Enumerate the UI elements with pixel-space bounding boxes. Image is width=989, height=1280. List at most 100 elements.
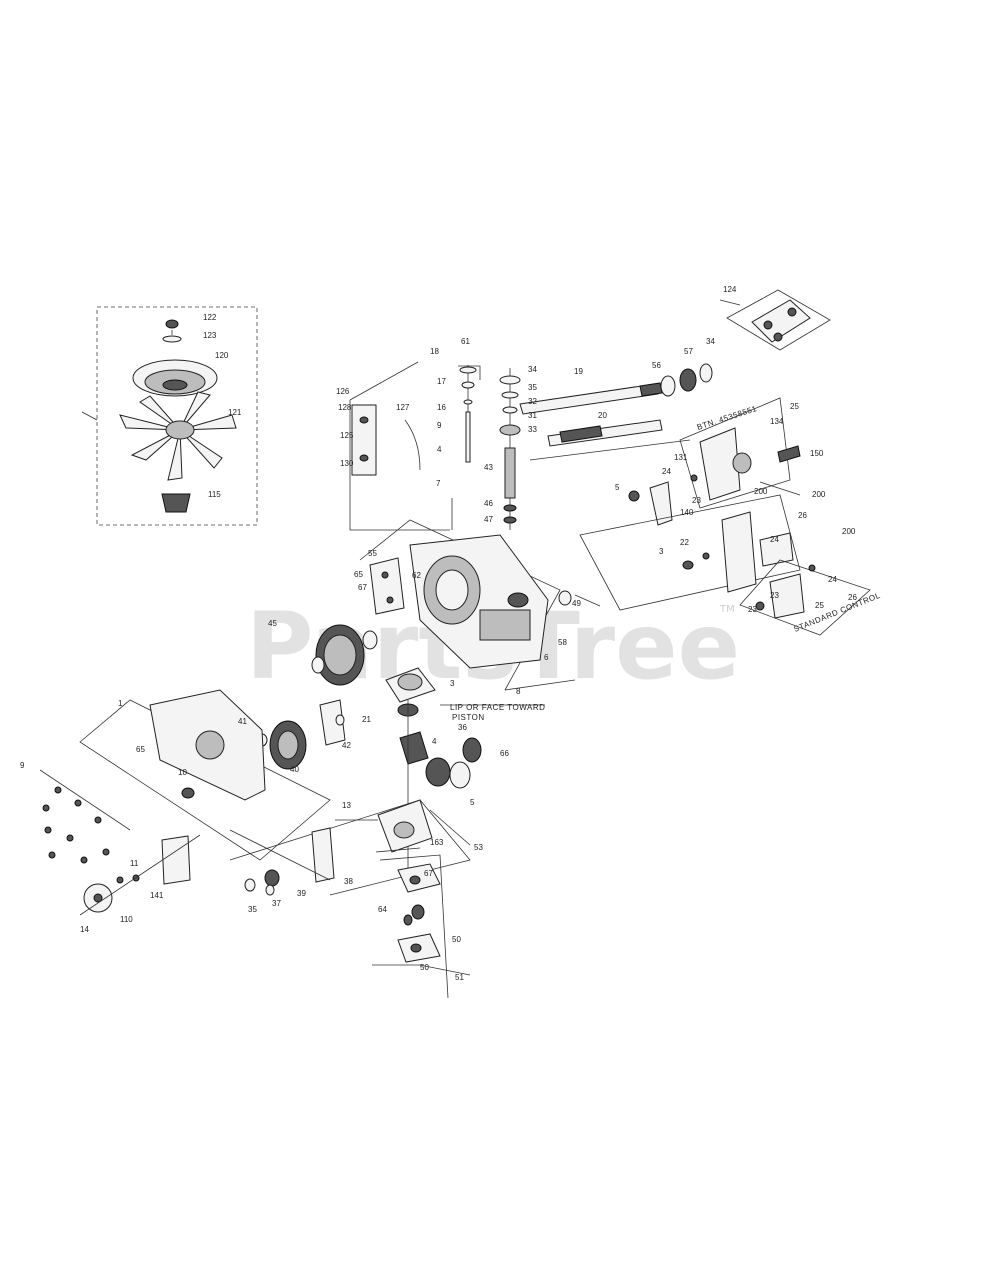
part-label-126: 126 — [336, 387, 350, 396]
part-label-26b: 26 — [848, 593, 857, 602]
cover-plate-55 — [369, 557, 405, 615]
part-label-61a: 61 — [461, 337, 470, 346]
btn-note: BTN. 45358551 — [696, 404, 758, 432]
part-label-11: 11 — [130, 859, 139, 868]
part-label-21: 21 — [362, 715, 371, 724]
part-label-32: 32 — [528, 397, 537, 406]
part-label-120: 120 — [215, 351, 229, 360]
part-label-25b: 25 — [815, 601, 824, 610]
part-label-46: 46 — [484, 499, 493, 508]
part-label-51: 51 — [455, 973, 464, 982]
tube-127 — [404, 419, 421, 471]
label-141 — [161, 835, 191, 885]
watermark-tm: TM — [719, 604, 735, 615]
part-label-43: 43 — [484, 463, 493, 472]
part-label-17: 17 — [437, 377, 446, 386]
control-arm-group — [579, 397, 871, 636]
part-label-121: 121 — [228, 408, 242, 417]
part-label-127: 127 — [396, 403, 410, 412]
part-label-23a: 23 — [692, 496, 701, 505]
part-label-19: 19 — [574, 367, 583, 376]
part-label-23c: 23 — [748, 605, 757, 614]
main-housing-group — [359, 519, 601, 691]
part-label-134: 134 — [770, 417, 784, 426]
part-label-16: 16 — [437, 403, 446, 412]
part-label-47: 47 — [484, 515, 493, 524]
part-label-124: 124 — [723, 285, 737, 294]
part-label-39: 39 — [297, 889, 306, 898]
part-label-115: 115 — [208, 490, 221, 499]
cylinder-block-4 — [399, 731, 429, 765]
part-label-130: 130 — [340, 459, 354, 468]
part-label-9b: 9 — [20, 761, 25, 770]
part-label-3a: 3 — [659, 547, 664, 556]
part-label-31: 31 — [528, 411, 537, 420]
part-label-200a: 200 — [754, 487, 768, 496]
part-label-8: 8 — [516, 687, 521, 696]
part-label-57: 57 — [684, 347, 693, 356]
part-label-38: 38 — [344, 877, 353, 886]
part-label-56: 56 — [652, 361, 661, 370]
part-labels: 1221231201211151271861171694126128125130… — [20, 285, 857, 982]
part-label-26a: 26 — [798, 511, 807, 520]
part-label-53: 53 — [474, 843, 483, 852]
bolts-9 — [39, 769, 140, 884]
part-label-65a: 65 — [354, 570, 363, 579]
part-label-140: 140 — [680, 508, 694, 517]
part-label-7: 7 — [436, 479, 441, 488]
side-cover-group — [39, 689, 331, 916]
shaft-38 — [311, 827, 335, 883]
lip-note-line-1: LIP OR FACE TOWARD — [450, 703, 545, 712]
upper-valve-group — [349, 361, 521, 531]
part-label-65b: 65 — [136, 745, 145, 754]
control-plate — [699, 427, 741, 501]
part-label-150: 150 — [810, 449, 824, 458]
part-label-23b: 23 — [770, 591, 779, 600]
part-label-10: 10 — [178, 768, 187, 777]
part-label-45: 45 — [268, 619, 277, 628]
part-label-122: 122 — [203, 313, 217, 322]
bracket-124-group — [726, 289, 831, 351]
part-label-128: 128 — [338, 403, 352, 412]
part-label-14: 14 — [80, 925, 89, 934]
center-pump-group — [229, 667, 545, 896]
part-label-200b: 200 — [812, 490, 826, 499]
part-label-34a: 34 — [528, 365, 537, 374]
part-label-24c: 24 — [828, 575, 837, 584]
fan-pulley-assembly — [81, 306, 258, 526]
part-label-110: 110 — [120, 915, 133, 924]
gear-group — [256, 624, 378, 770]
part-label-131: 131 — [674, 453, 688, 462]
part-label-4b: 4 — [432, 737, 437, 746]
part-label-3b: 3 — [450, 679, 455, 688]
part-label-20: 20 — [598, 411, 607, 420]
part-label-5a: 5 — [615, 483, 620, 492]
part-label-123: 123 — [203, 331, 217, 340]
seal-56 — [660, 375, 676, 397]
nut-122 — [165, 319, 179, 329]
part-label-37: 37 — [272, 899, 281, 908]
ring-34 — [699, 363, 713, 383]
part-label-49: 49 — [572, 599, 581, 608]
arm-140 — [649, 481, 673, 526]
bottom-valve-group — [372, 854, 471, 999]
cooling-fan-121 — [119, 391, 237, 481]
washer-123 — [162, 335, 182, 343]
bearing-39 — [264, 869, 280, 887]
part-label-67b: 67 — [424, 869, 433, 878]
bearing-57 — [679, 368, 697, 392]
part-label-141: 141 — [150, 891, 164, 900]
part-label-13: 13 — [342, 801, 351, 810]
axle-19 — [519, 383, 659, 415]
part-label-22: 22 — [680, 538, 689, 547]
spring-150 — [777, 445, 801, 463]
part-label-62: 62 — [412, 571, 421, 580]
part-label-40: 40 — [290, 765, 299, 774]
part-label-50b: 50 — [420, 963, 429, 972]
swashplate-66 — [462, 737, 482, 763]
axle-shafts — [519, 363, 713, 461]
bracket-126 — [351, 404, 377, 476]
part-label-6: 6 — [544, 653, 549, 662]
part-label-41: 41 — [238, 717, 247, 726]
standard-control-note: STANDARD CONTROL — [792, 591, 881, 634]
